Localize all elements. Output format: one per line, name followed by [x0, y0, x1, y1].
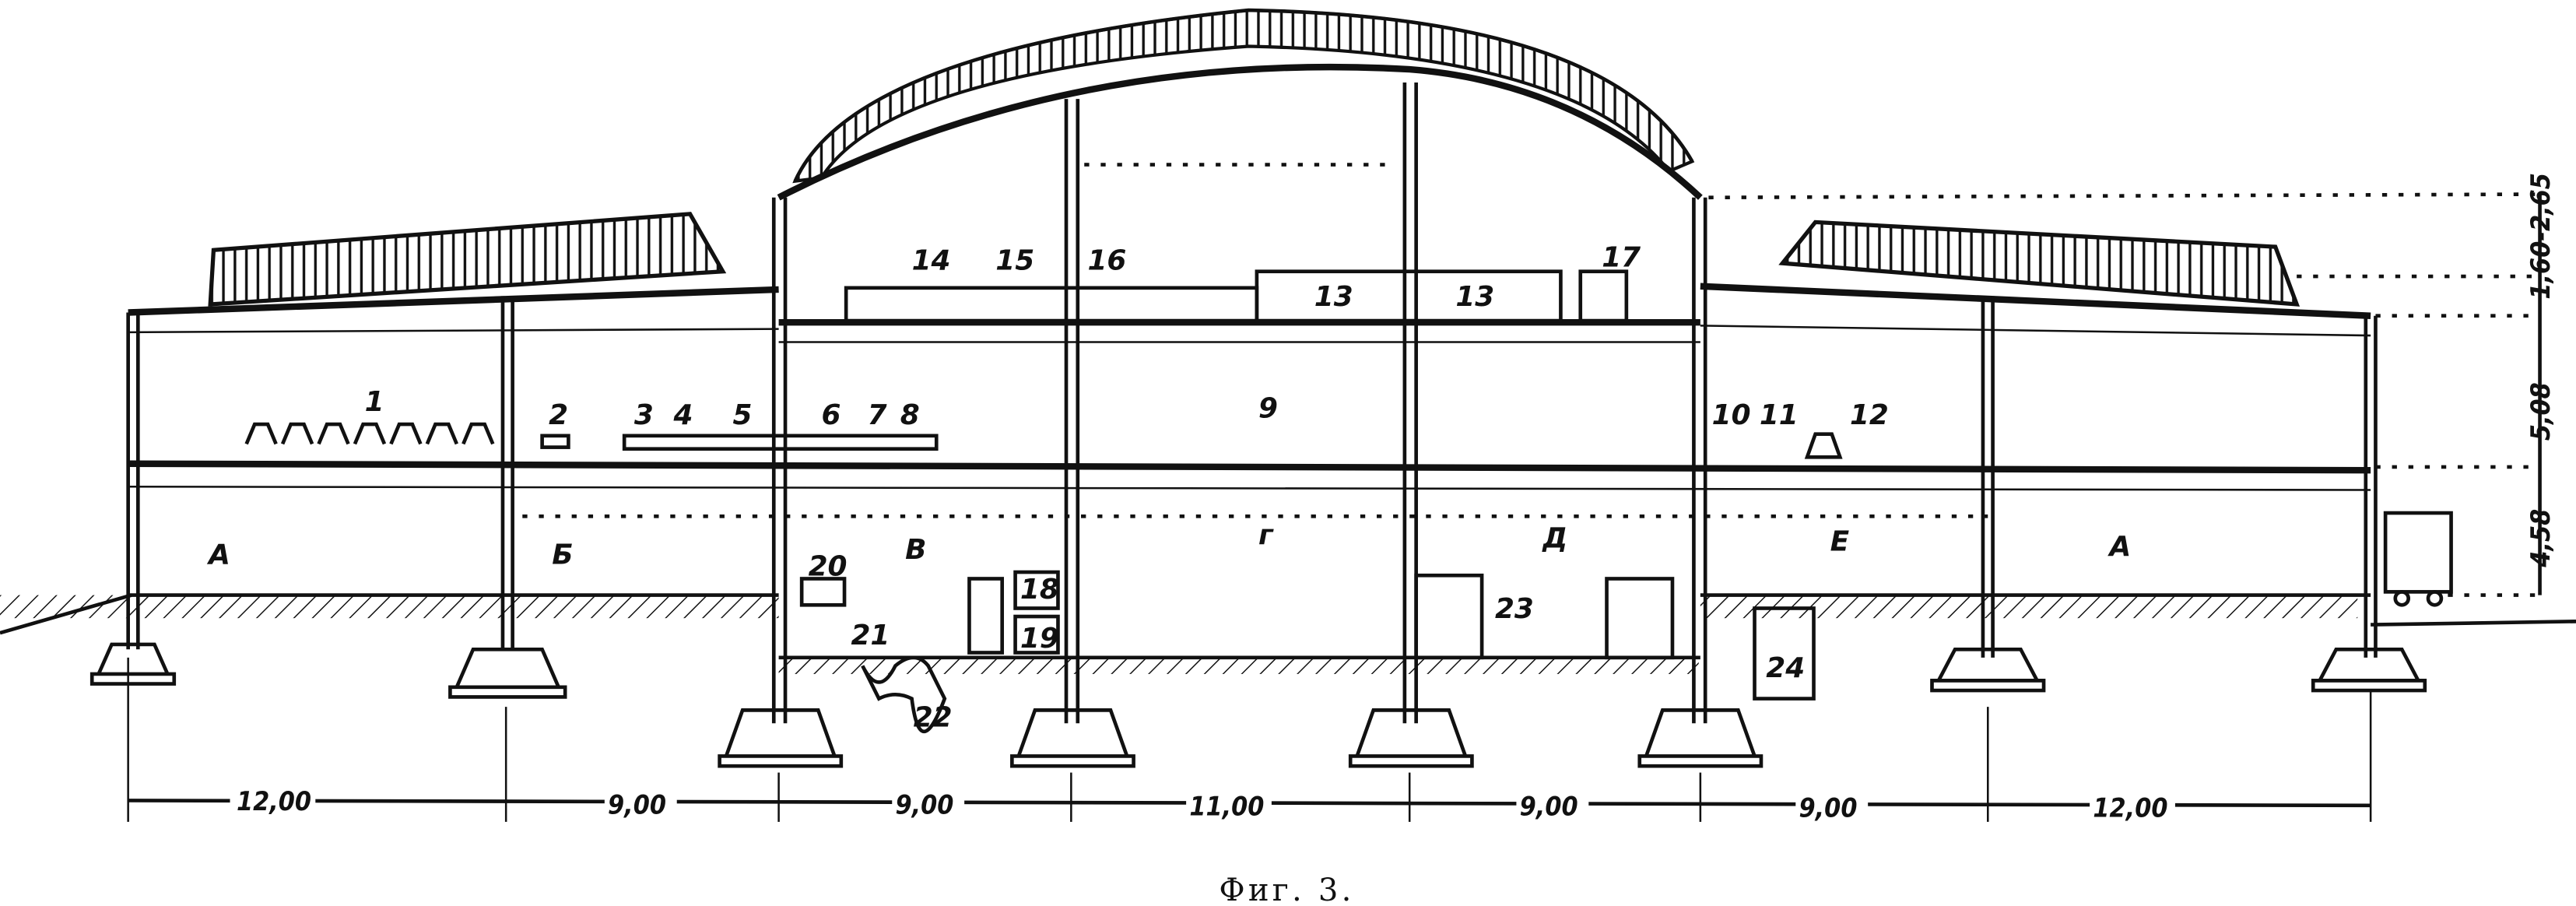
zone-label-b: Б [552, 539, 573, 571]
item-label-14: 14 [912, 245, 951, 277]
item-label-4: 4 [672, 399, 693, 431]
item-label-16: 16 [1087, 245, 1126, 277]
columns [89, 82, 2427, 768]
zone-label-e: Е [1830, 526, 1850, 558]
span-dimension-7: 12,00 [2093, 793, 2167, 823]
central-roof [777, 8, 2539, 201]
span-dimension-1: 12,00 [237, 786, 311, 816]
item-label-15: 15 [995, 245, 1034, 277]
side-skylights [208, 212, 2539, 597]
item-label-5: 5 [732, 399, 752, 431]
equipment [244, 269, 2453, 734]
item-label-17: 17 [1602, 241, 1641, 273]
span-dimension-4: 11,00 [1189, 791, 1264, 821]
item-label-21: 21 [851, 620, 890, 651]
item-label-13b: 13 [1455, 281, 1494, 313]
height-dimension-line: 4,58 5,08 1,60-2,65 [2525, 173, 2556, 595]
item-label-24: 24 [1766, 652, 1805, 684]
item-label-8: 8 [900, 399, 920, 431]
item-label-20: 20 [809, 550, 848, 582]
item-label-2: 2 [549, 399, 568, 431]
span-dimension-2: 9,00 [608, 789, 666, 820]
item-label-6: 6 [821, 399, 841, 431]
item-label-13a: 13 [1314, 281, 1353, 313]
span-dimension-3: 9,00 [895, 789, 953, 820]
height-dimension-upper-floor: 5,08 [2525, 382, 2556, 441]
span-dimension-6: 9,00 [1799, 793, 1858, 823]
height-dimension-ground-floor: 4,58 [2525, 509, 2556, 568]
zone-label-a-right: А [2107, 531, 2131, 563]
zone-label-g: г [1258, 519, 1274, 551]
item-label-19: 19 [1020, 623, 1059, 655]
item-label-22: 22 [914, 701, 953, 733]
item-label-3: 3 [634, 399, 654, 431]
zone-labels: А Б В г Д Е А [206, 519, 2131, 571]
span-dimension-line: 12,00 9,00 9,00 11,00 9,00 9,00 12,00 [127, 657, 2372, 823]
item-label-23: 23 [1495, 593, 1534, 625]
item-label-12: 12 [1850, 399, 1889, 431]
zone-label-v: В [905, 534, 926, 566]
zone-label-d: Д [1542, 522, 1567, 554]
height-dimension-skylight: 1,60-2,65 [2525, 173, 2556, 300]
zone-label-a-left: А [206, 539, 230, 571]
ground [0, 593, 2576, 674]
item-label-18: 18 [1020, 574, 1059, 606]
item-label-9: 9 [1258, 393, 1278, 425]
item-label-1: 1 [365, 386, 384, 418]
item-labels: 1 2 3 4 5 6 7 8 9 10 11 12 13 13 14 15 1… [365, 241, 1889, 733]
item-label-11: 11 [1760, 399, 1799, 431]
item-label-7: 7 [868, 399, 887, 431]
item-label-10: 10 [1712, 399, 1751, 431]
span-dimension-5: 9,00 [1520, 791, 1578, 821]
figure-caption: Фиг. 3. [1219, 873, 1354, 906]
